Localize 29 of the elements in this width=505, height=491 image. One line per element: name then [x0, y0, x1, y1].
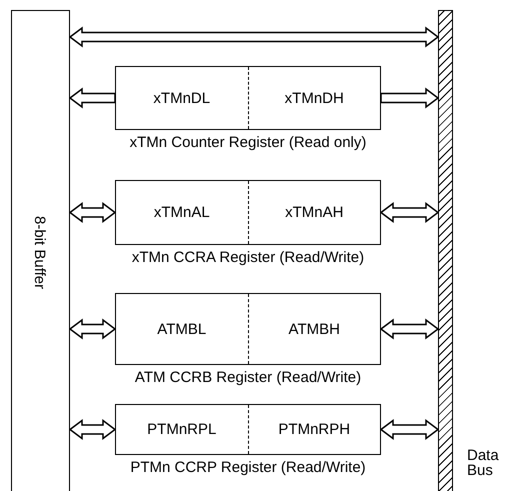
data-arrow: [380, 202, 440, 223]
data-arrow: [380, 318, 440, 340]
data-arrow: [68, 88, 116, 108]
register-caption: PTMn CCRP Register (Read/Write): [129, 459, 367, 476]
data-arrow: [68, 202, 116, 223]
register-caption: xTMn CCRA Register (Read/Write): [130, 249, 366, 266]
data-arrow: [68, 419, 116, 440]
buffer-block: [11, 10, 70, 491]
data-arrow: [68, 318, 116, 340]
register-box: [115, 293, 381, 365]
register-name: ATMBL: [157, 320, 206, 338]
register-box: [115, 180, 381, 245]
bus-label: Data Bus: [467, 448, 500, 478]
register-name: PTMnRPH: [278, 421, 350, 438]
register-caption: xTMn Counter Register (Read only): [128, 134, 368, 151]
register-caption: ATM CCRB Register (Read/Write): [134, 369, 362, 386]
register-name: xTMnDL: [153, 90, 210, 106]
data-bus-bar: [438, 10, 453, 491]
register-name: PTMnRPL: [147, 421, 216, 438]
register-name: ATMBH: [288, 320, 340, 338]
data-arrow: [380, 419, 440, 440]
data-arrow: [68, 26, 440, 48]
register-name: xTMnAH: [285, 204, 344, 221]
register-box: [115, 66, 381, 130]
data-arrow: [380, 88, 440, 108]
register-box: [115, 404, 381, 455]
buffer-label: 8-bit Buffer: [31, 216, 48, 290]
register-name: xTMnDH: [284, 90, 344, 106]
register-name: xTMnAL: [154, 204, 210, 221]
